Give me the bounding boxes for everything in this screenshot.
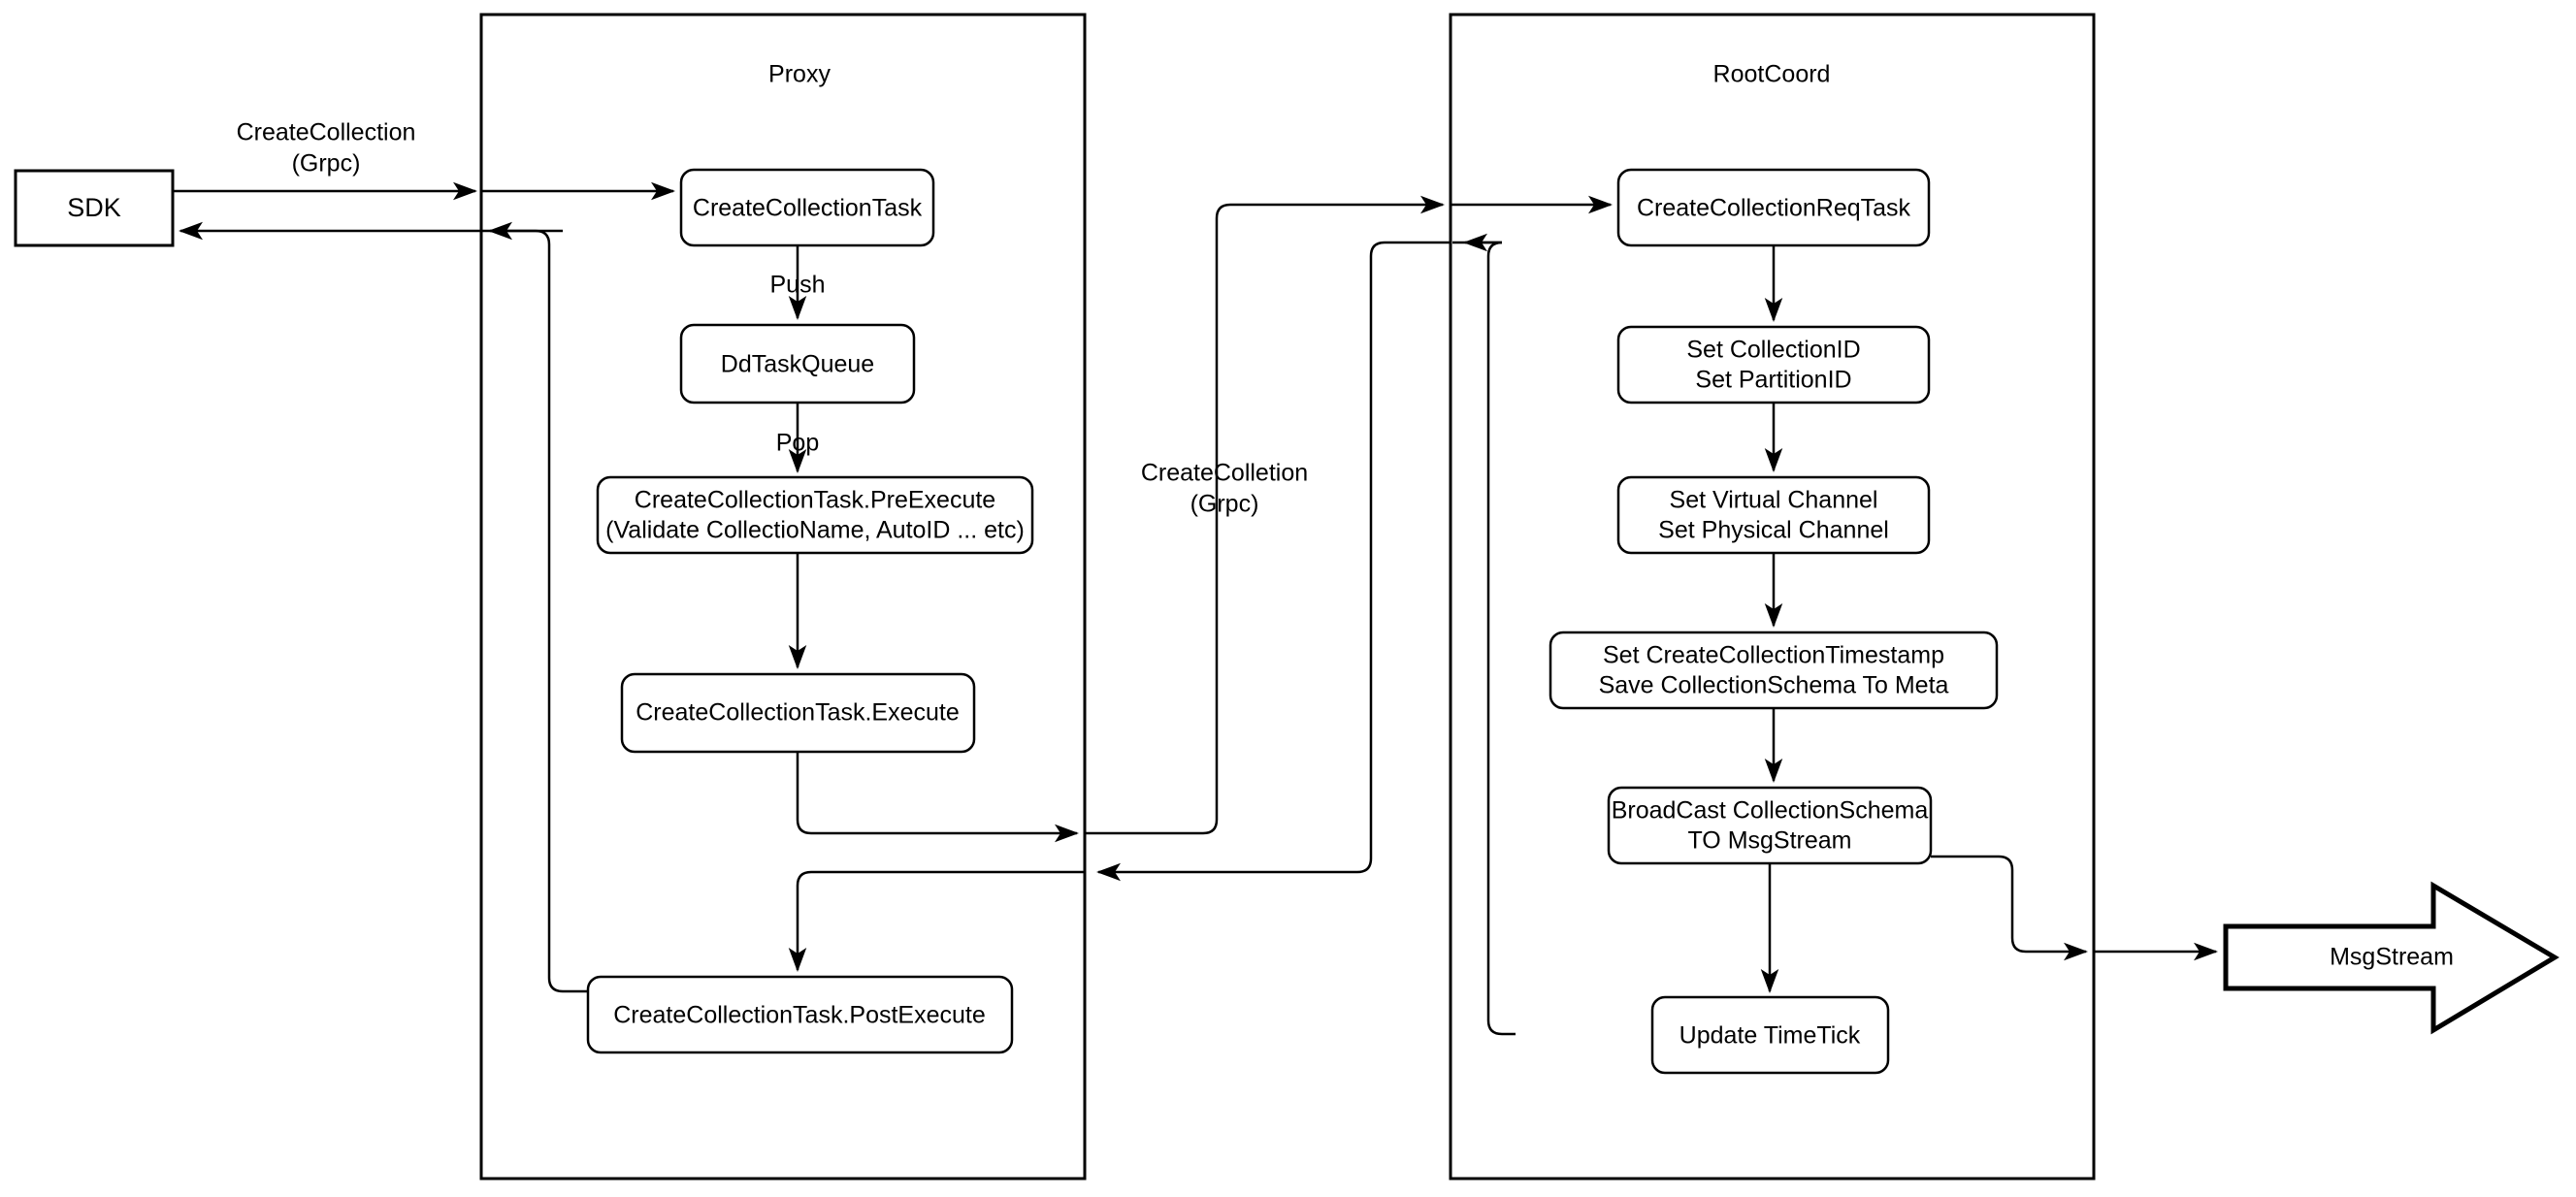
create-collection-task-label: CreateCollectionTask: [693, 195, 923, 222]
set-ids-label-line2: Set PartitionID: [1695, 367, 1851, 394]
edge-broadcast-to-msgstream: [1931, 855, 2219, 961]
set-timestamp-label-line1: Set CreateCollectionTimestamp: [1603, 642, 1944, 669]
edge-execute-to-rootcoord: CreateColletion (Grpc): [796, 195, 1446, 843]
broadcast-label-line1: BroadCast CollectionSchema: [1612, 797, 1929, 825]
edge-response-to-sdk: [178, 221, 588, 993]
edge-broadcast-out-line: [1931, 855, 2089, 961]
dd-task-queue-label: DdTaskQueue: [721, 351, 874, 378]
post-execute-label: CreateCollectionTask.PostExecute: [613, 1002, 986, 1029]
set-timestamp-label-line2: Save CollectionSchema To Meta: [1599, 672, 1949, 699]
execute-label: CreateCollectionTask.Execute: [636, 699, 960, 727]
node-dd-task-queue[interactable]: DdTaskQueue: [679, 323, 916, 404]
update-timetick-box[interactable]: [1650, 995, 1890, 1075]
node-update-timetick[interactable]: Update TimeTick: [1650, 995, 1890, 1075]
create-collection-req-task-label: CreateCollectionReqTask: [1637, 195, 1911, 222]
edge-push: Push: [770, 245, 826, 321]
rootcoord-title: RootCoord: [1713, 61, 1831, 88]
msgstream-arrow-shape[interactable]: [2223, 881, 2560, 1035]
edge-execute-out-line: [796, 752, 1080, 843]
node-execute[interactable]: CreateCollectionTask.Execute: [620, 672, 976, 754]
edge-label-createcollection-grpc-line1: CreateCollection: [237, 119, 416, 146]
update-timetick-label: Update TimeTick: [1679, 1022, 1861, 1050]
node-msgstream[interactable]: MsgStream: [2223, 881, 2560, 1035]
edge-pop: Pop: [776, 403, 819, 474]
node-sdk[interactable]: SDK: [14, 169, 175, 247]
node-set-ids[interactable]: Set CollectionID Set PartitionID: [1616, 325, 1931, 404]
node-post-execute[interactable]: CreateCollectionTask.PostExecute: [586, 975, 1014, 1054]
edge-label-createcolletion-grpc-line1: CreateColletion: [1141, 460, 1308, 487]
set-channels-label-line1: Set Virtual Channel: [1670, 487, 1878, 514]
edge-label-push: Push: [770, 272, 826, 299]
node-pre-execute[interactable]: CreateCollectionTask.PreExecute (Validat…: [596, 475, 1034, 555]
node-create-collection-req-task[interactable]: CreateCollectionReqTask: [1451, 168, 1931, 247]
edge-label-pop: Pop: [776, 430, 819, 457]
node-set-channels[interactable]: Set Virtual Channel Set Physical Channel: [1616, 475, 1931, 555]
node-set-timestamp[interactable]: Set CreateCollectionTimestamp Save Colle…: [1549, 631, 1999, 710]
edge-label-createcollection-grpc-line2: (Grpc): [292, 150, 361, 178]
node-broadcast[interactable]: BroadCast CollectionSchema TO MsgStream: [1607, 786, 1933, 865]
create-collection-task-box[interactable]: [679, 168, 935, 247]
edge-rootcoord-reply-to-postexecute: [788, 233, 1516, 1036]
msgstream-label: MsgStream: [2330, 944, 2454, 971]
set-ids-label-line1: Set CollectionID: [1686, 337, 1860, 364]
edge-reply-into-postexecute: [788, 870, 1085, 973]
sdk-label: SDK: [67, 193, 121, 222]
pre-execute-box[interactable]: [596, 475, 1034, 555]
edge-label-createcolletion-grpc-line2: (Grpc): [1190, 491, 1259, 518]
node-create-collection-task[interactable]: CreateCollectionTask: [679, 168, 935, 247]
set-channels-label-line2: Set Physical Channel: [1658, 517, 1889, 544]
broadcast-label-line2: TO MsgStream: [1687, 827, 1851, 855]
edge-gap-reply-line: [1095, 241, 1451, 882]
edge-proxy-to-rootcoord-grpc: [1085, 195, 1446, 835]
sdk-box[interactable]: [14, 169, 175, 247]
pre-execute-label-line1: CreateCollectionTask.PreExecute: [635, 487, 995, 514]
post-execute-box[interactable]: [586, 975, 1014, 1054]
edge-sdk-to-create-collection-task: CreateCollection (Grpc): [173, 119, 676, 201]
proxy-title: Proxy: [768, 61, 831, 88]
pre-execute-label-line2: (Validate CollectioName, AutoID ... etc): [605, 517, 1025, 544]
